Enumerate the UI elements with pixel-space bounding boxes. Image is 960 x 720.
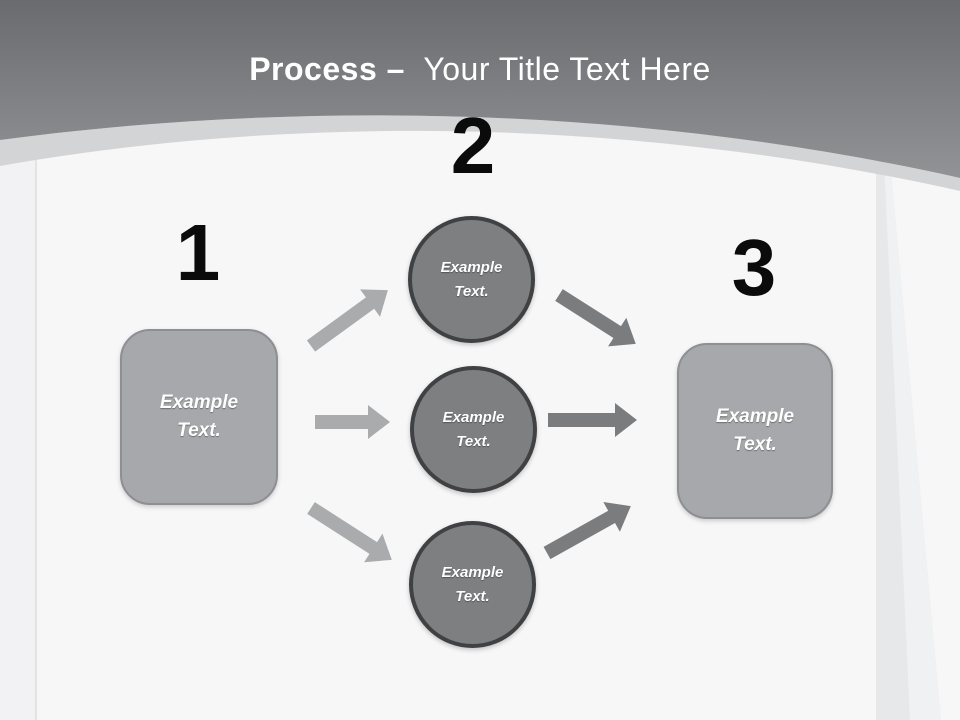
title-regular-text: Your Title Text Here (423, 51, 711, 87)
slide-title: Process – Your Title Text Here (0, 49, 960, 91)
step-number-2: 2 (450, 101, 496, 190)
process-circle-top: Example Text. (408, 216, 535, 343)
header-arc-band (0, 115, 960, 191)
start-box-label: Example Text. (159, 391, 239, 442)
circle-middle-label: Example Text. (442, 408, 505, 450)
arrow-start-to-top-circle-icon (306, 289, 388, 352)
step-number-1: 1 (175, 208, 221, 297)
left-margin-stripe (0, 128, 36, 720)
circle-top-label: Example Text. (440, 258, 503, 300)
title-bold-text: Process – (249, 51, 405, 87)
arrow-start-to-bottom-circle-icon (307, 502, 392, 563)
arrow-middle-circle-to-end-icon (548, 403, 637, 437)
left-accent-line (35, 128, 37, 720)
arrow-bottom-circle-to-end-icon (543, 502, 631, 560)
circle-bottom-label: Example Text. (441, 563, 504, 605)
process-end-box: Example Text. (677, 343, 833, 519)
header-banner (0, 0, 960, 178)
process-start-box: Example Text. (120, 329, 278, 505)
process-circle-bottom: Example Text. (409, 521, 536, 648)
arrow-top-circle-to-end-icon (555, 289, 636, 347)
end-box-label: Example Text. (715, 405, 795, 456)
right-wedge-highlight (884, 159, 941, 720)
process-circle-middle: Example Text. (410, 366, 537, 493)
step-number-3: 3 (731, 223, 777, 312)
arrow-start-to-middle-circle-icon (315, 405, 390, 439)
